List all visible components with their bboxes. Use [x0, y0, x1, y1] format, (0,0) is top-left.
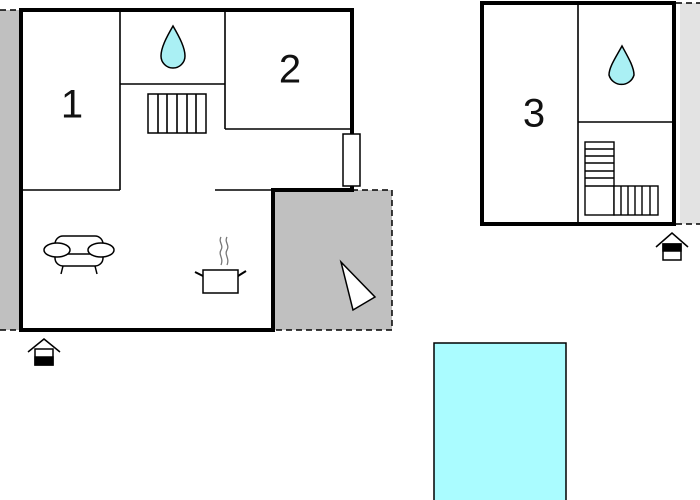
room-label-3: 3 — [523, 92, 545, 136]
annex-house: 3 — [480, 1, 689, 261]
water-drop-icon — [160, 24, 186, 69]
water-drop-icon — [608, 44, 635, 86]
swimming-pool — [433, 342, 567, 500]
entrance-icon — [27, 338, 61, 366]
right-side-strip — [676, 2, 700, 225]
entrance-icon — [655, 232, 689, 261]
sofa-icon — [43, 235, 115, 275]
terrace-triangle-icon — [339, 259, 377, 312]
room-label-2: 2 — [279, 48, 301, 92]
terrace — [273, 189, 393, 331]
stairs-icon — [147, 93, 207, 134]
cooking-pot-icon — [194, 236, 247, 294]
stairs-icon — [584, 141, 659, 216]
left-side-strip — [0, 9, 21, 331]
window-icon — [342, 133, 361, 187]
room-label-1: 1 — [61, 83, 83, 127]
main-house: 1 2 — [19, 8, 361, 366]
